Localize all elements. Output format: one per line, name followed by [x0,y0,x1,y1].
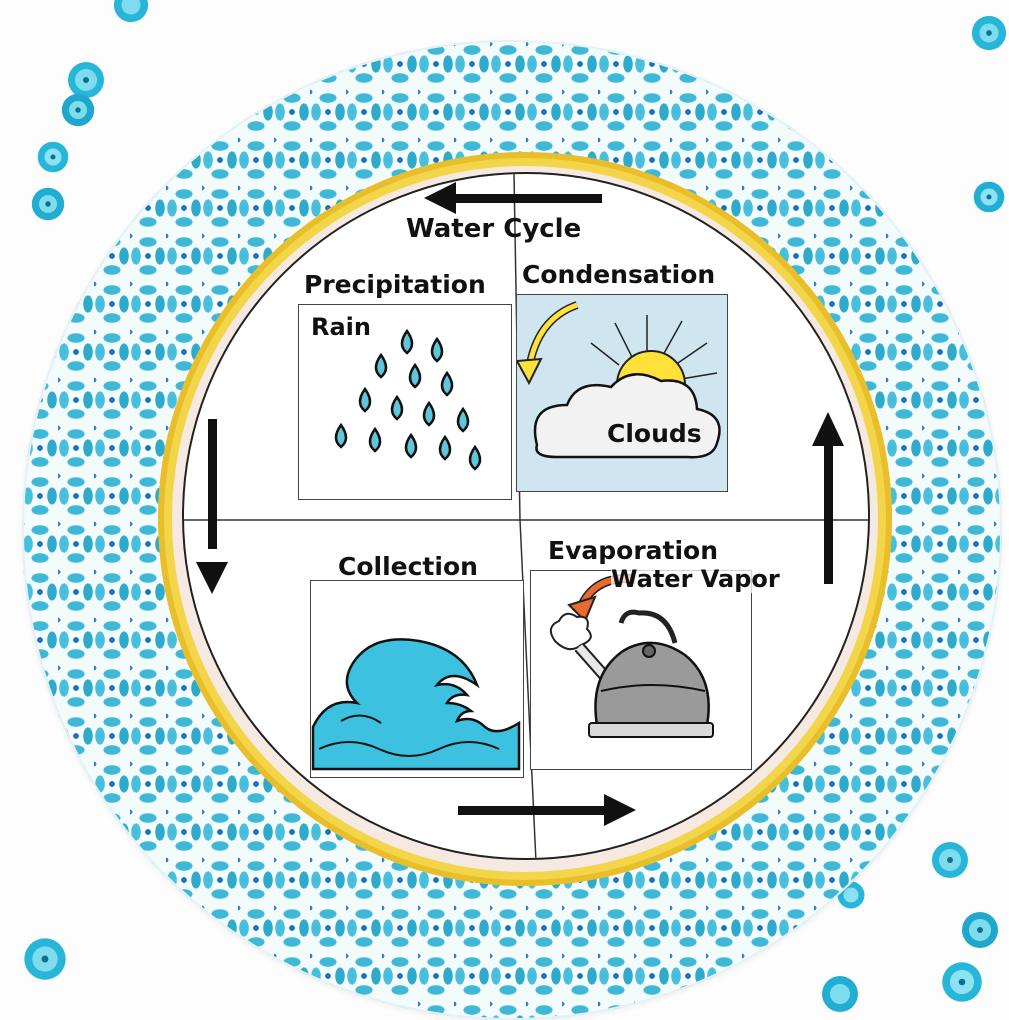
water-vapor-label: Water Vapor [611,565,780,593]
kettle-icon [549,574,714,738]
sequin-icon [68,62,104,98]
evaporation-heading: Evaporation [548,536,719,565]
rain-drops-icon [334,328,482,471]
sequin-icon [971,15,1007,51]
cycle-arrow-icon [812,412,844,584]
sequin-icon [973,181,1005,213]
sequin-icon [822,976,858,1012]
collection-heading: Collection [338,552,478,581]
evaporation-card: Water Vapor [530,565,780,770]
quadrant-dividers [184,174,868,858]
sequin-icon [31,187,65,221]
collection-card [310,580,524,778]
sequin-icon [24,938,66,980]
sequin-icon [61,93,95,127]
sun-cloud-icon [517,301,721,459]
diagram-title: Water Cycle [406,214,582,244]
sequin-icon [113,0,149,23]
sequin-icon [932,842,968,878]
sequin-icon [37,141,69,173]
precipitation-card: Rain [298,304,512,500]
condensation-card: Clouds [516,294,728,492]
precipitation-heading: Precipitation [304,270,486,299]
water-cycle-wheel: Water Cycle Precipitation Rain [182,172,870,860]
rain-label: Rain [311,313,371,341]
cycle-arrow-icon [458,794,636,826]
cycle-arrow-icon [196,419,228,594]
wave-icon [311,638,521,771]
sequin-icon [942,962,982,1002]
cycle-arrow-icon [424,182,602,214]
condensation-heading: Condensation [522,260,716,289]
clouds-label: Clouds [607,419,702,448]
sequin-icon [962,912,998,948]
